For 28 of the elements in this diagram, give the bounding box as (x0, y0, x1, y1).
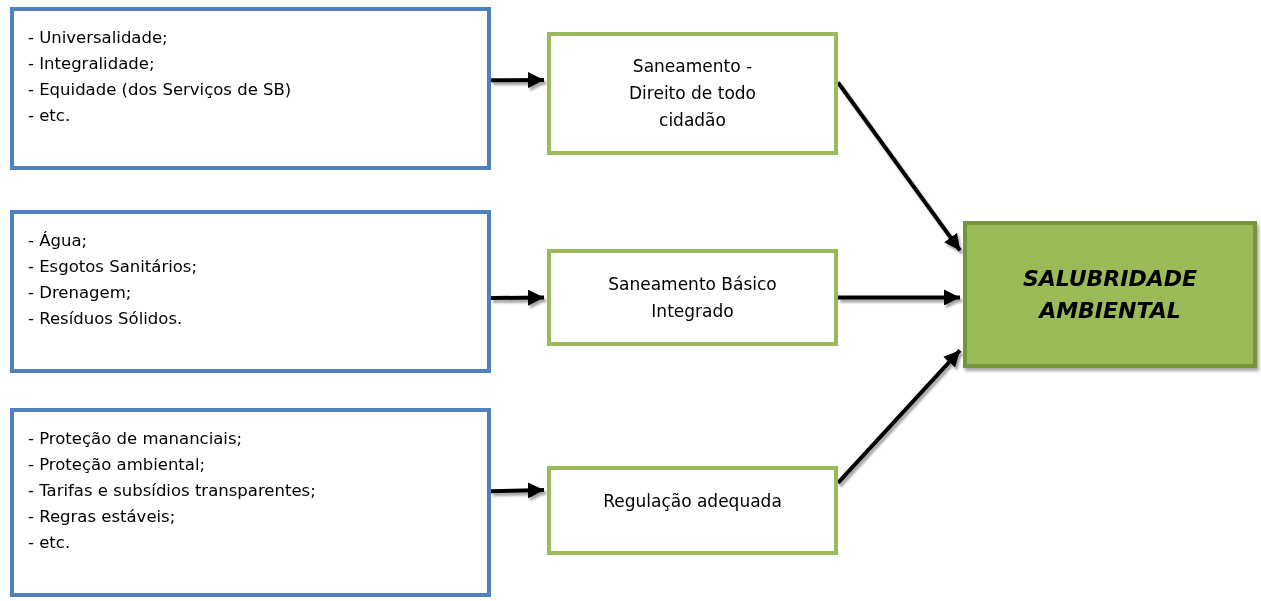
goal-box (963, 221, 1257, 368)
box-label: Saneamento Básico Integrado (607, 272, 778, 323)
list-item: - Esgotos Sanitários; (28, 256, 199, 278)
list-item: - Proteção ambiental; (28, 454, 207, 476)
list-item: - Drenagem; (28, 282, 133, 304)
process-box (547, 466, 838, 555)
arrow (490, 289, 545, 306)
process-box (547, 249, 838, 346)
list-item: - Água; (28, 230, 89, 252)
box-label: Regulação adequada (603, 490, 782, 513)
list-item: - etc. (28, 105, 72, 127)
list-item: - Integralidade; (28, 53, 156, 75)
list-item: - Equidade (dos Serviços de SB) (28, 79, 293, 101)
box-label: Saneamento - Direito de todo cidadão (628, 55, 757, 132)
list-item: - Resíduos Sólidos. (28, 308, 184, 330)
arrow (838, 289, 960, 306)
arrow (491, 72, 544, 89)
list-item: - Tarifas e subsídios transparentes; (28, 480, 317, 502)
list-box (10, 408, 491, 597)
list-box (10, 7, 491, 170)
list-box (10, 210, 491, 373)
box-label: SALUBRIDADE AMBIENTAL (1022, 264, 1198, 325)
list-item: - Proteção de mananciais; (28, 428, 244, 450)
list-item: - etc. (28, 532, 72, 554)
arrow (490, 482, 545, 499)
list-item: - Universalidade; (28, 27, 169, 49)
process-box (547, 32, 838, 155)
list-item: - Regras estáveis; (28, 506, 177, 528)
